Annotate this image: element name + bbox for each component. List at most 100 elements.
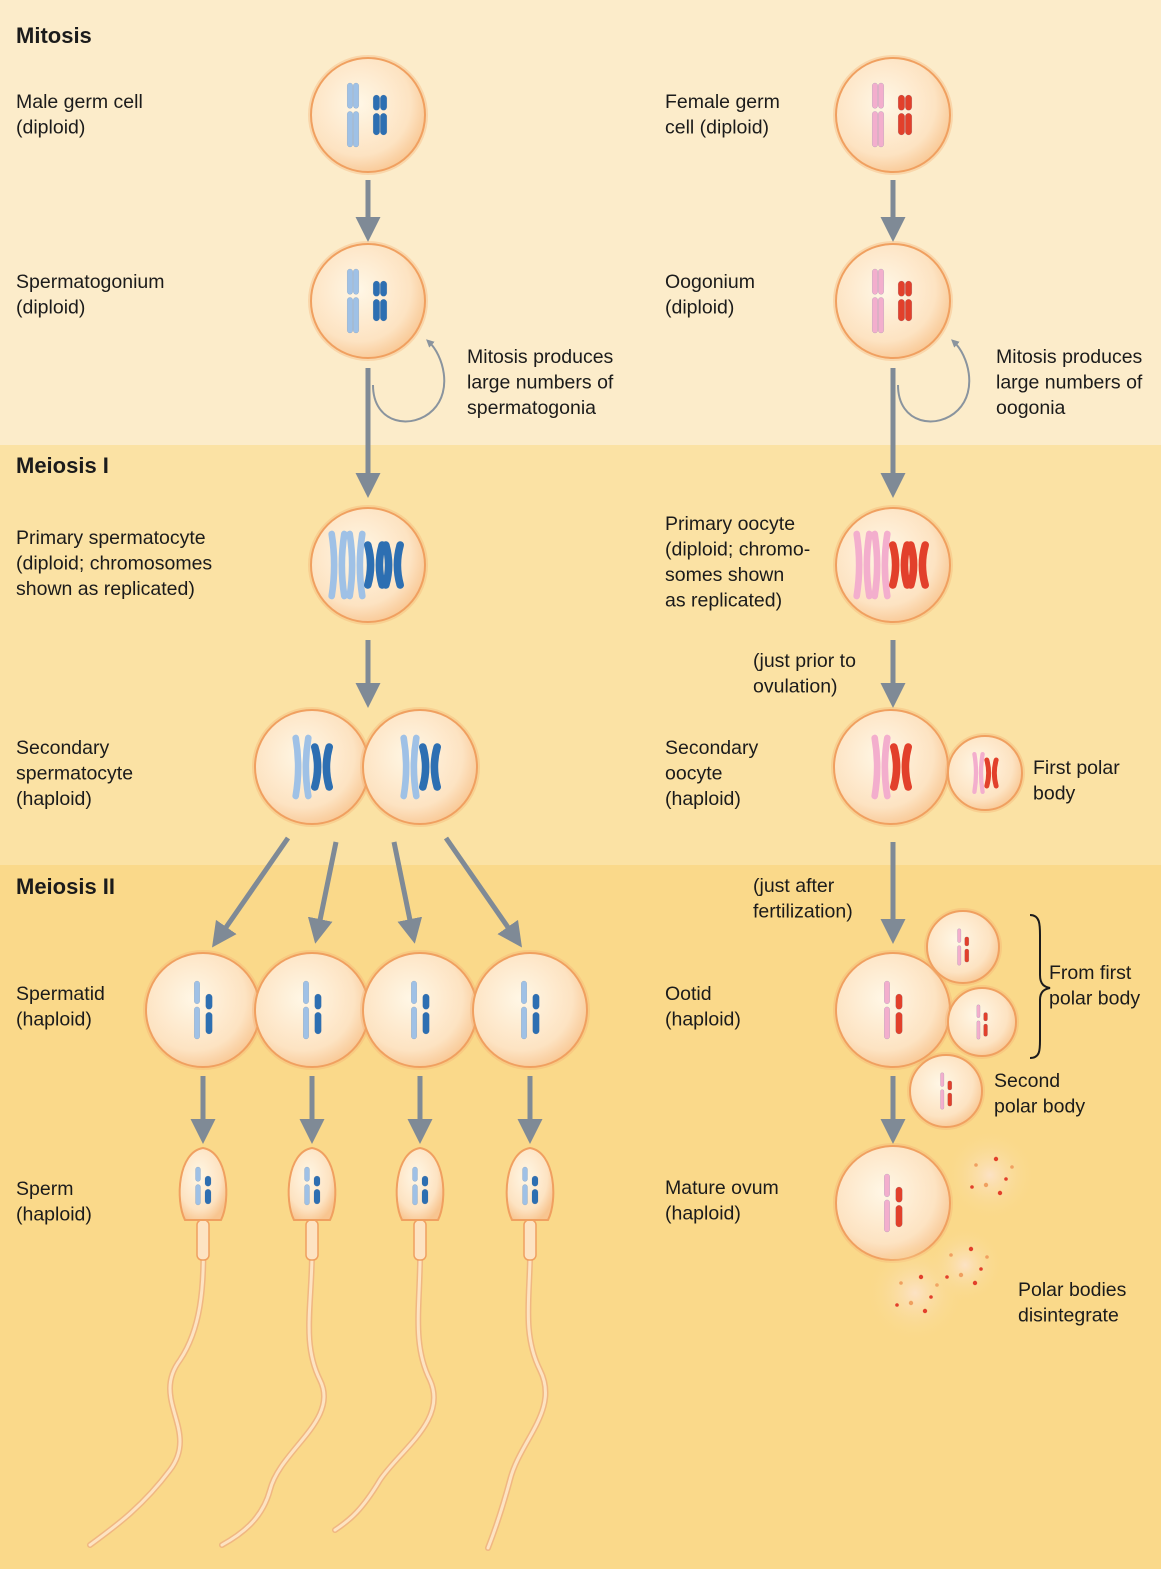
- chromatid-arm: [872, 111, 878, 148]
- sperm-cell-1: [87, 1146, 228, 1548]
- sister-chromatid: [881, 530, 891, 600]
- label-first-polar-body-line: First polar: [1033, 757, 1120, 779]
- label-primary-spermatocyte: Primary spermatocyte(diploid; chromosome…: [16, 527, 212, 600]
- debris-fragment: [979, 1267, 983, 1271]
- arrow-to-spermatid-3: [391, 841, 423, 944]
- label-mature-ovum-line: Mature ovum: [665, 1177, 779, 1199]
- sister-chromatid: [853, 530, 863, 600]
- sperm-tail-highlight: [486, 1230, 547, 1550]
- chromatid-arm: [421, 1189, 429, 1205]
- chromatid-arm: [205, 1012, 213, 1035]
- chromatid-arm: [895, 1186, 903, 1203]
- chromatid-arm: [872, 82, 878, 109]
- sister-chromatid: [901, 743, 912, 791]
- sperm-midpiece: [413, 1219, 427, 1261]
- sister-chromatid: [346, 530, 356, 600]
- chromatid-arm: [194, 980, 200, 1005]
- label-spermatid-line: (haploid): [16, 1009, 92, 1031]
- label-female-mitosis-note-line: Mitosis produces: [996, 346, 1143, 368]
- chromatid-arm: [353, 111, 359, 148]
- sister-chromatid: [382, 541, 393, 589]
- label-female-mitosis-note-line: large numbers of: [996, 372, 1143, 394]
- cell-membrane: [145, 952, 261, 1068]
- secondary-spermatocyte-cell-2: [360, 707, 480, 827]
- from-first-polar-body-bracket: [1029, 914, 1051, 1059]
- chromatid-arm: [380, 280, 388, 297]
- sister-chromatid: [302, 734, 312, 800]
- chromatid-arm: [412, 1166, 418, 1182]
- debris-fragment: [922, 1308, 928, 1314]
- sister-chromatid: [863, 530, 873, 600]
- disintegrating-polar-body-3: [927, 1227, 1003, 1303]
- label-male-germ-cell-line: Male germ cell: [16, 91, 143, 113]
- label-male-germ-cell-line: (diploid): [16, 117, 85, 139]
- label-female-germ-cell-line: cell (diploid): [665, 117, 769, 139]
- chromatid-arm: [976, 1020, 981, 1040]
- label-primary-spermatocyte-line: (diploid; chromosomes: [16, 553, 212, 575]
- sister-chromatid: [984, 757, 992, 789]
- sister-chromatid: [871, 530, 881, 600]
- debris-fragment: [929, 1295, 933, 1299]
- label-primary-spermatocyte-line: shown as replicated): [16, 578, 195, 600]
- cell-membrane: [833, 709, 949, 825]
- label-secondary-oocyte-line: oocyte: [665, 763, 722, 785]
- chromatid-arm: [532, 1012, 540, 1035]
- chromatid-arm: [304, 1184, 310, 1206]
- debris-fragment: [1004, 1177, 1008, 1181]
- chromatid-arm: [940, 1089, 945, 1110]
- sister-chromatid: [871, 734, 881, 800]
- sister-chromatid: [907, 541, 918, 589]
- chromatid-arm: [347, 82, 353, 109]
- debris-fragment: [983, 1182, 989, 1188]
- debris-fragment: [908, 1300, 914, 1306]
- chromatid-arm: [897, 113, 905, 136]
- chromatid-arm: [195, 1166, 201, 1182]
- sister-chromatid: [328, 530, 338, 600]
- male-germ-cell: [308, 55, 428, 175]
- debris-fragment: [968, 1246, 974, 1252]
- chromatid-arm: [905, 280, 913, 297]
- label-secondary-spermatocyte-line: (haploid): [16, 788, 92, 810]
- debris-fragment: [918, 1274, 924, 1280]
- chromatid-arm: [957, 928, 962, 943]
- sister-chromatid: [400, 734, 410, 800]
- chromatid-arm: [380, 299, 388, 322]
- secondary-spermatocyte-cell-1: [252, 707, 372, 827]
- chromatid-arm: [884, 1199, 890, 1233]
- label-secondary-oocyte-line: (haploid): [665, 788, 741, 810]
- ootid-cell: [833, 950, 953, 1070]
- secondary-oocyte-cell: [831, 707, 951, 827]
- chromatid-arm: [314, 993, 322, 1010]
- debris-fragment: [972, 1280, 978, 1286]
- label-sperm-line: Sperm: [16, 1178, 73, 1200]
- label-male-mitosis-note-line: Mitosis produces: [467, 346, 614, 368]
- label-female-germ-cell-line: Female germ: [665, 91, 780, 113]
- chromatid-arm: [380, 94, 388, 111]
- chromatid-arm: [947, 1092, 953, 1107]
- sperm-tail-highlight: [220, 1230, 326, 1547]
- label-oogonium-line: (diploid): [665, 297, 734, 319]
- debris-fragment: [985, 1255, 989, 1259]
- chromatid-arm: [304, 1166, 310, 1182]
- polar-body-from-first-2: [945, 985, 1019, 1059]
- disintegrating-polar-body-1: [944, 1129, 1036, 1221]
- sister-chromatid: [881, 734, 891, 800]
- chromatid-arm: [353, 82, 359, 109]
- label-just-after-fertilization-line: fertilization): [753, 901, 853, 923]
- debris-cloud: [944, 1129, 1036, 1221]
- label-spermatid-line: Spermatid: [16, 983, 105, 1005]
- sperm-midpiece: [196, 1219, 210, 1261]
- chromatid-arm: [204, 1189, 212, 1205]
- sister-chromatid: [918, 541, 929, 589]
- label-primary-oocyte-line: somes shown: [665, 564, 784, 586]
- sister-chromatid: [978, 752, 985, 794]
- chromatid-arm: [521, 1006, 527, 1040]
- arrow-to-spermatid-1: [212, 836, 291, 948]
